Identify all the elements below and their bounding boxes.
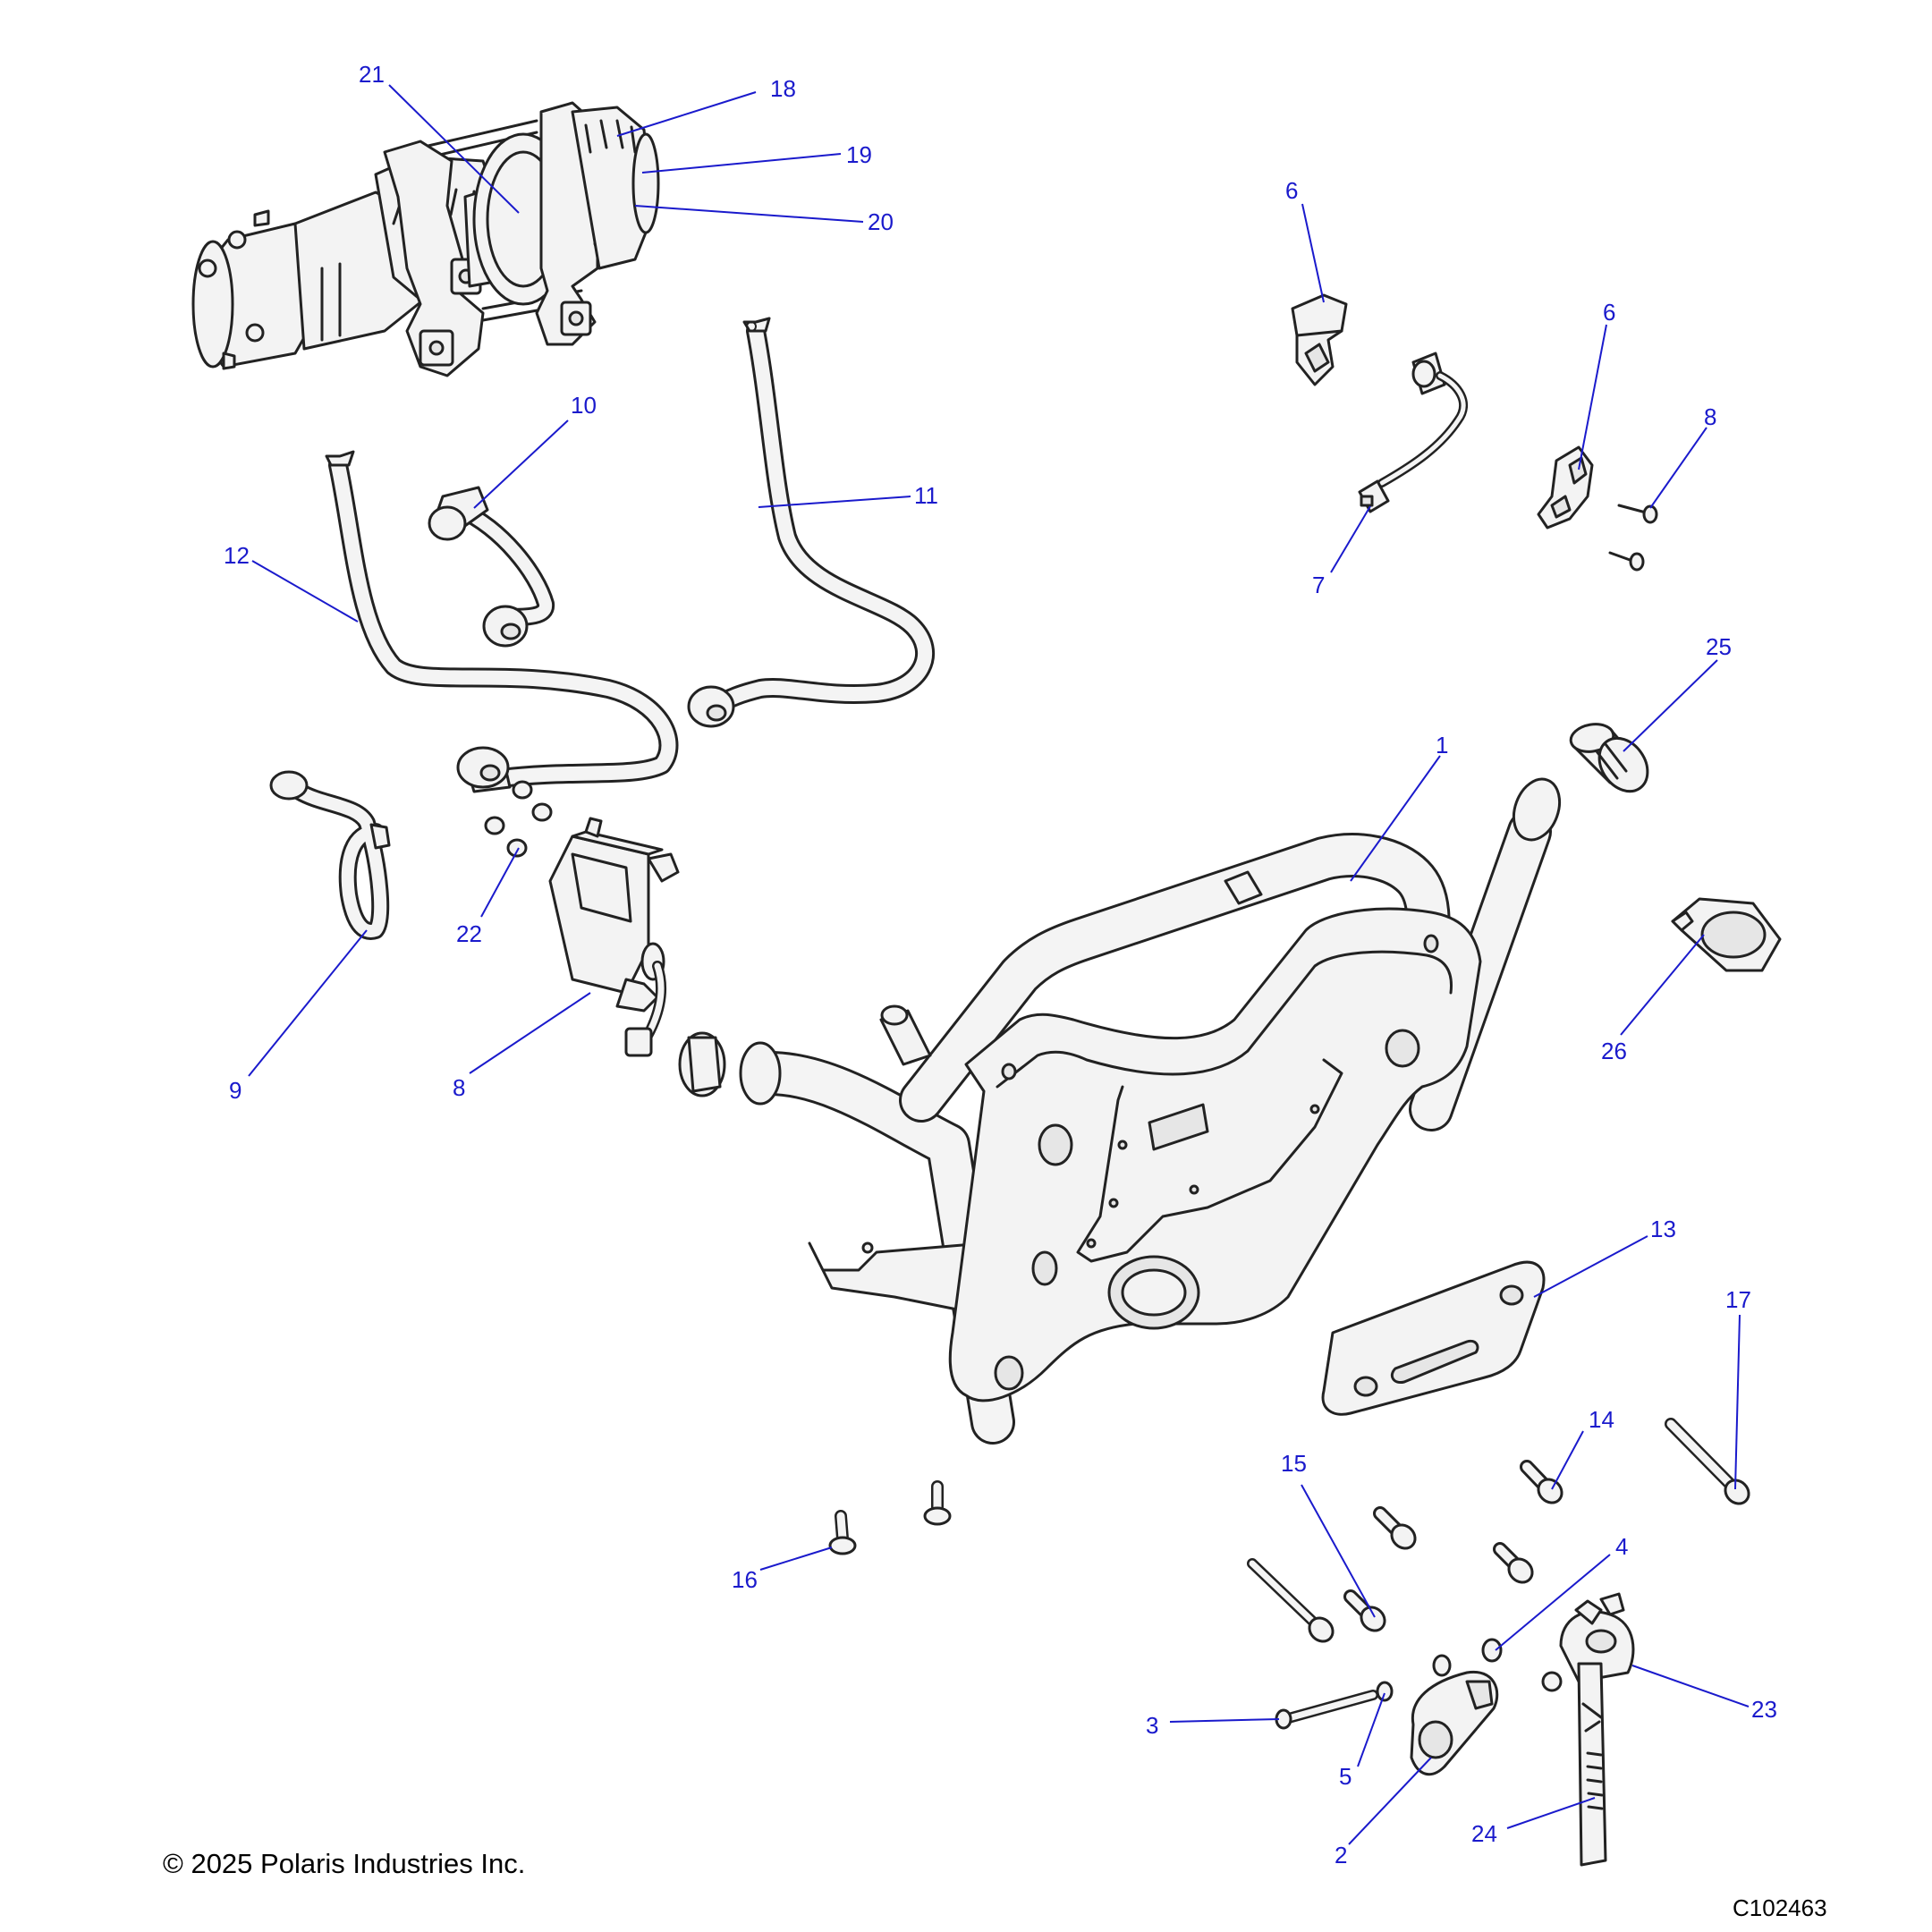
callout-27: 26 bbox=[1601, 1038, 1627, 1064]
tow-hook-2 bbox=[1410, 1670, 1499, 1776]
callout-15: 14 bbox=[1589, 1406, 1614, 1433]
strap-25 bbox=[1577, 1662, 1607, 1867]
callout-11: 10 bbox=[571, 392, 597, 419]
screws-8 bbox=[1608, 504, 1658, 572]
callout-25: 24 bbox=[1471, 1820, 1497, 1847]
bumper-frame-1 bbox=[739, 777, 1562, 1445]
callout-20: 19 bbox=[846, 141, 872, 168]
bolt-16c bbox=[1343, 1589, 1386, 1632]
bolt-16a bbox=[1373, 1506, 1417, 1550]
bolt-16b bbox=[1493, 1542, 1534, 1584]
callout-5: 5 bbox=[1339, 1763, 1352, 1790]
bolt-long bbox=[1247, 1558, 1335, 1643]
callout-22: 21 bbox=[359, 61, 385, 88]
callout-4: 4 bbox=[1615, 1533, 1628, 1560]
bolt-15 bbox=[1520, 1460, 1563, 1504]
end-cap-26 bbox=[1569, 723, 1649, 793]
callout-12: 11 bbox=[914, 482, 938, 509]
callout-23: 22 bbox=[456, 920, 482, 947]
callout-26: 25 bbox=[1706, 633, 1732, 660]
cable-12 bbox=[687, 317, 936, 728]
leader-lines bbox=[248, 84, 1750, 1845]
callout-16: 15 bbox=[1281, 1450, 1307, 1477]
nuts-23 bbox=[484, 780, 553, 858]
callout-3: 3 bbox=[1146, 1712, 1158, 1739]
callout-19: 18 bbox=[770, 75, 796, 102]
drawing-number: C102463 bbox=[1733, 1894, 1827, 1921]
cable-13 bbox=[325, 450, 679, 793]
callout-1: 1 bbox=[1436, 732, 1448, 758]
callout-2: 2 bbox=[1335, 1842, 1347, 1868]
winch-assembly bbox=[191, 101, 660, 377]
bracket-6b bbox=[1537, 445, 1594, 530]
callout-8: 8 bbox=[1704, 403, 1716, 430]
callout-labels: 21 18 19 20 6 6 8 7 10 11 12 25 1 22 26 … bbox=[224, 61, 1777, 1868]
clamp-27 bbox=[1671, 897, 1782, 972]
sensor-harness-7 bbox=[1358, 352, 1468, 513]
callout-6b: 6 bbox=[1603, 299, 1615, 326]
callout-9: 8 bbox=[453, 1074, 465, 1101]
callout-10: 9 bbox=[229, 1077, 242, 1104]
copyright-notice: © 2025 Polaris Industries Inc. bbox=[163, 1848, 526, 1879]
contactor-9 bbox=[548, 817, 680, 1057]
bolt-18 bbox=[1665, 1418, 1750, 1505]
bolt-3 bbox=[1275, 1690, 1378, 1730]
callout-24: 23 bbox=[1751, 1696, 1777, 1723]
callout-7: 7 bbox=[1312, 572, 1325, 598]
callout-18: 17 bbox=[1725, 1286, 1751, 1313]
bracket-6a bbox=[1291, 293, 1348, 386]
callout-14: 13 bbox=[1650, 1216, 1676, 1242]
grommet-plug bbox=[678, 1031, 726, 1097]
cable-11 bbox=[428, 486, 555, 648]
callout-21: 20 bbox=[868, 208, 894, 235]
callout-6a: 6 bbox=[1285, 177, 1298, 204]
cable-10 bbox=[269, 770, 391, 940]
callout-13: 12 bbox=[224, 542, 250, 569]
fairlead-14 bbox=[1321, 1260, 1546, 1416]
bolt-17b bbox=[923, 1480, 952, 1526]
washers bbox=[1376, 1638, 1503, 1702]
bolt-17a bbox=[828, 1510, 857, 1555]
callout-17: 16 bbox=[732, 1566, 758, 1593]
